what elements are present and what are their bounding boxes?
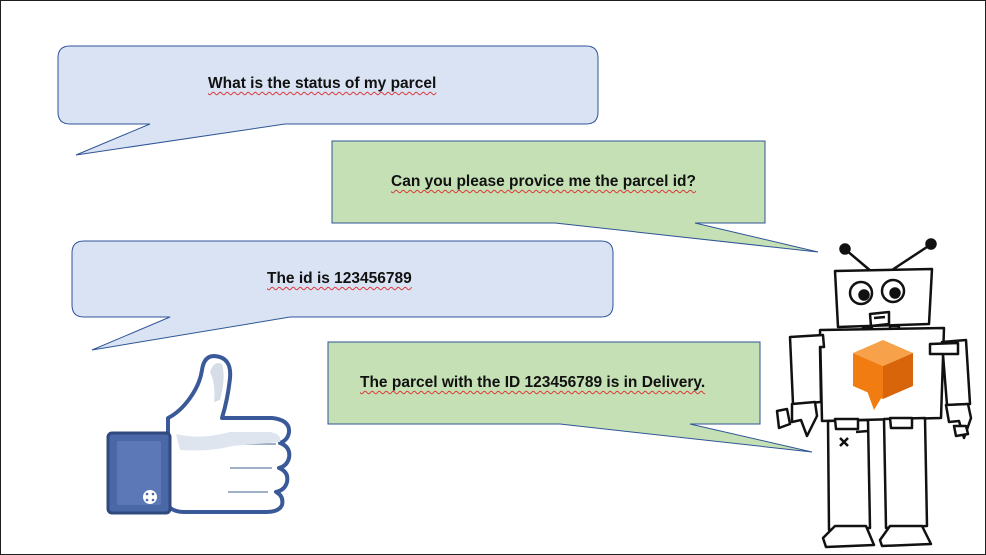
user-bubble-2 (71, 240, 614, 351)
bot-message-1: Can you please provice me the parcel id? (391, 173, 696, 190)
chat-cube-icon (853, 340, 913, 410)
user-message-2: The id is 123456789 (267, 270, 412, 287)
thumbs-up-icon (106, 354, 292, 515)
bot-message-2: The parcel with the ID 123456789 is in D… (360, 374, 706, 391)
user-bubble-1 (57, 45, 599, 156)
bot-bubble-1 (331, 140, 819, 253)
bot-bubble-2 (327, 341, 813, 453)
user-message-1: What is the status of my parcel (208, 75, 437, 92)
